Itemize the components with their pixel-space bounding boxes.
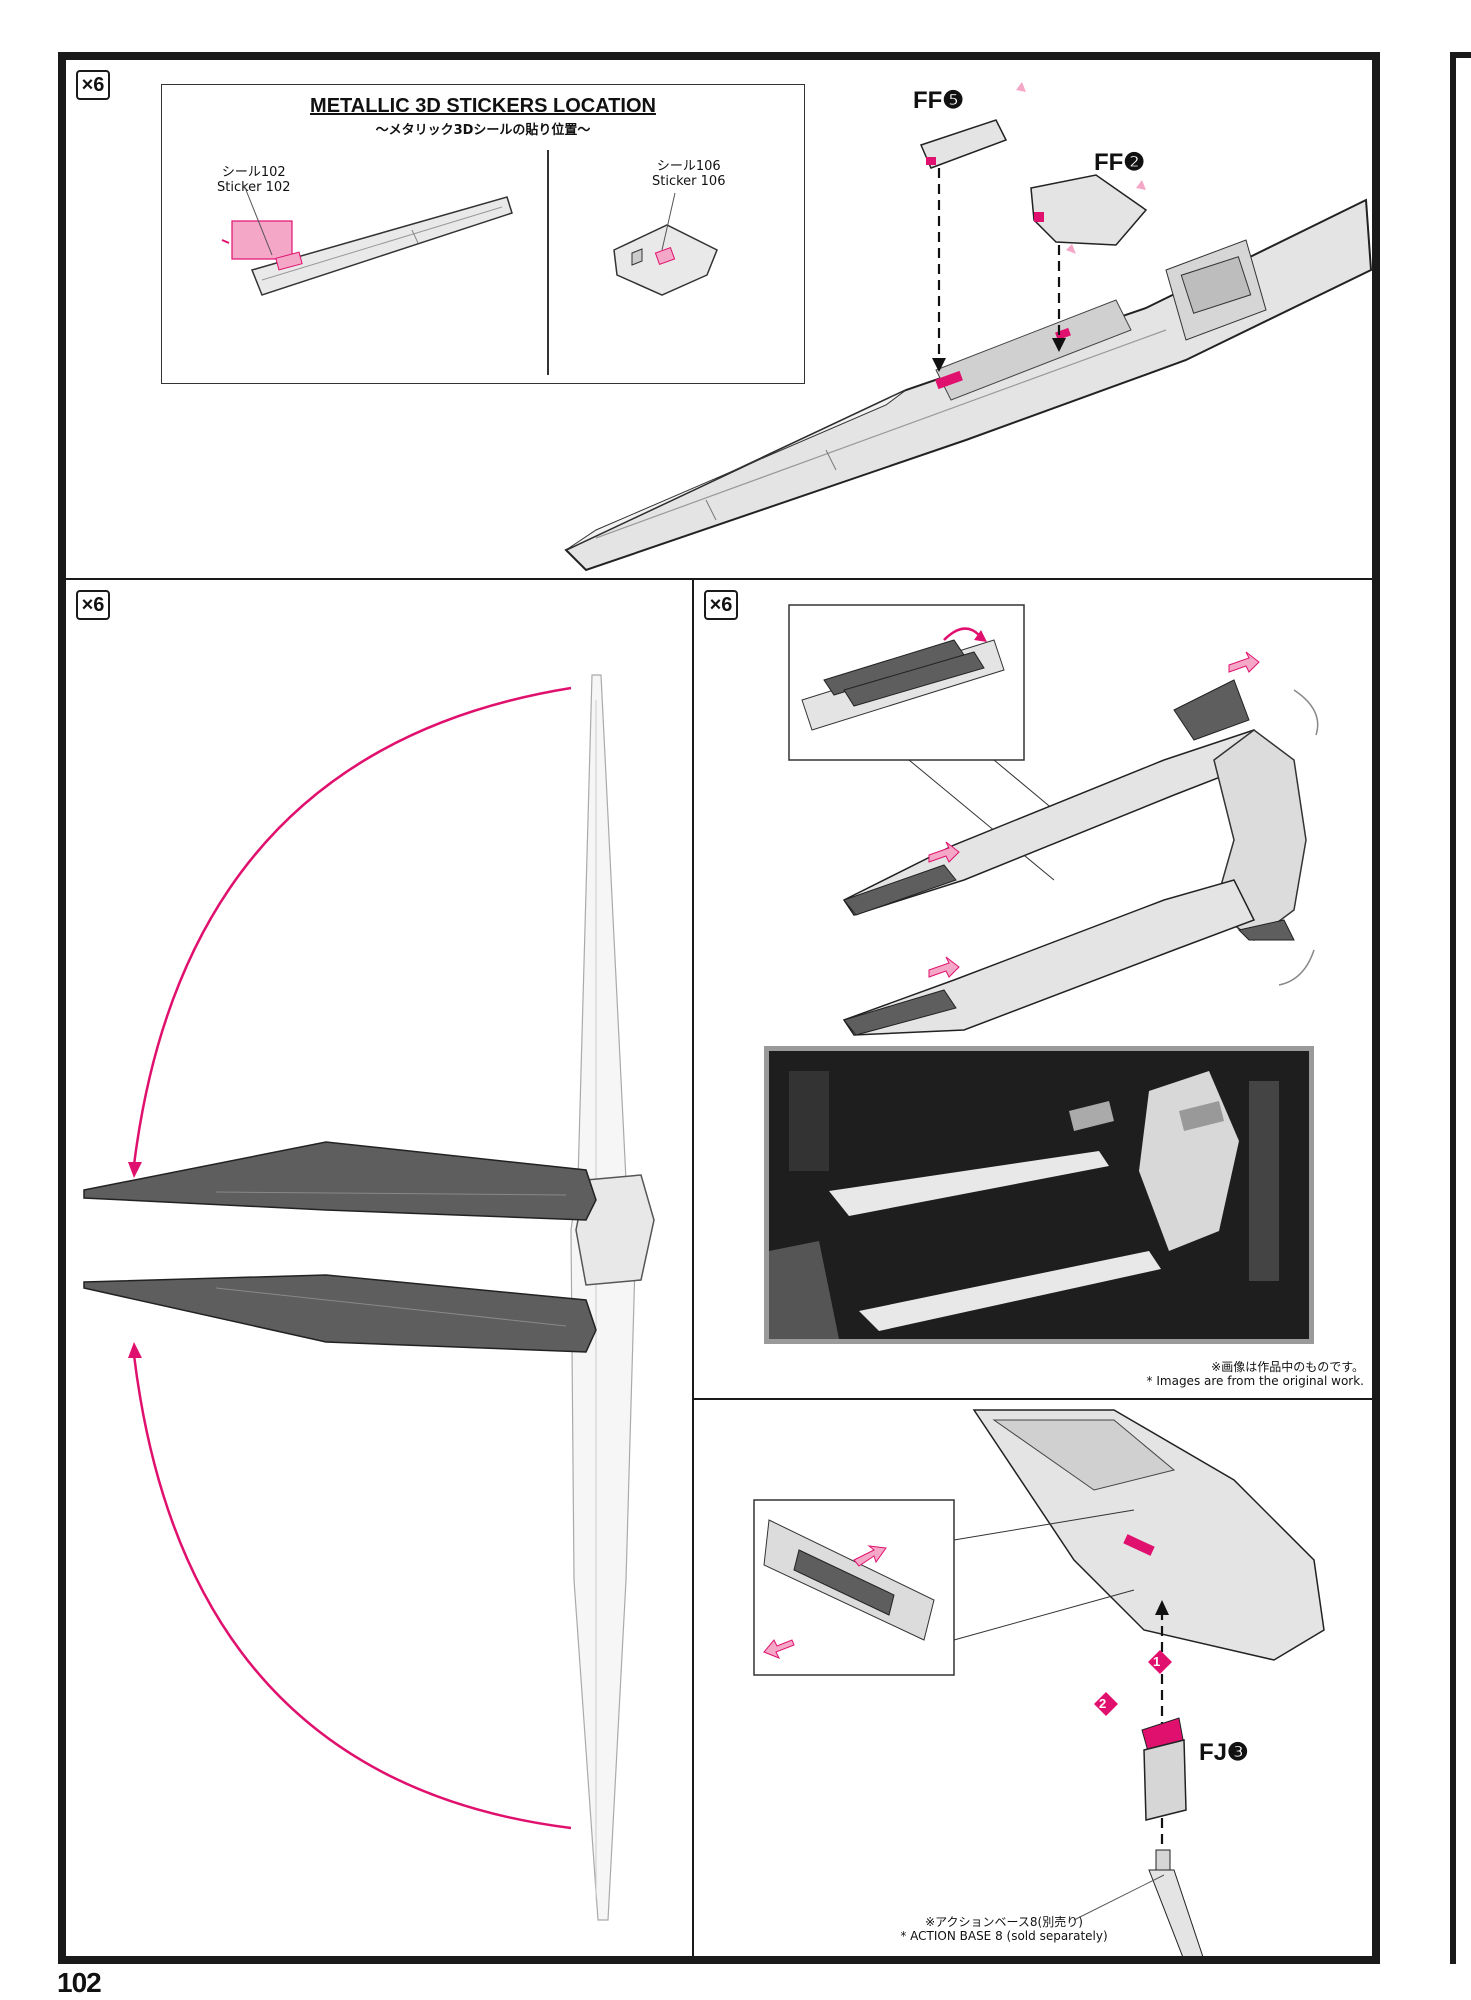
sticker-box-drawing [221, 184, 718, 296]
step-number-1: 1 [1153, 1654, 1161, 1669]
sticker-box-title: METALLIC 3D STICKERS LOCATION [310, 95, 656, 117]
part-label-ff2: FF❷ [1094, 149, 1145, 176]
quantity-badge: ×6 [704, 590, 738, 620]
sticker-box-subtitle: 〜メタリック3Dシールの貼り位置〜 [375, 123, 591, 138]
quantity-badge: ×6 [76, 70, 110, 100]
step-panel-2: ×6 [64, 578, 694, 1958]
step-panel-4: 1 2 FJ❸ ※アクションベース8(別売り) * ACTION BASE 8 … [692, 1398, 1374, 1958]
wing-fold-drawing [83, 674, 655, 1921]
sticker-location-box: METALLIC 3D STICKERS LOCATION 〜メタリック3Dシー… [161, 84, 805, 384]
part-label-fj3: FJ❸ [1199, 1739, 1249, 1766]
assembly-drawing-1 [564, 82, 1372, 572]
action-base-note: ※アクションベース8(別売り) * ACTION BASE 8 (sold se… [900, 1915, 1108, 1943]
step-panel-3: ×6 [692, 578, 1374, 1400]
action-base-drawing [753, 1409, 1325, 1956]
sticker-102-label: シール102 Sticker 102 [217, 165, 291, 195]
photo-note: ※画像は作品中のものです。 * Images are from the orig… [1146, 1360, 1364, 1388]
fold-mechanism-drawing [788, 604, 1319, 1036]
step-panel-1: ×6 METALLIC 3D STICKERS LOCATION 〜メタリック3… [64, 58, 1374, 580]
sticker-106-label: シール106 Sticker 106 [652, 159, 726, 189]
photo-scene [769, 1051, 1309, 1339]
anime-still-photo [764, 1046, 1314, 1344]
part-label-ff5: FF❺ [913, 87, 964, 114]
step-number-2: 2 [1099, 1696, 1107, 1711]
next-page-edge [1450, 52, 1471, 1964]
sticker-box-divider [547, 150, 549, 375]
page-number: 102 [57, 1967, 102, 1998]
quantity-badge: ×6 [76, 590, 110, 620]
